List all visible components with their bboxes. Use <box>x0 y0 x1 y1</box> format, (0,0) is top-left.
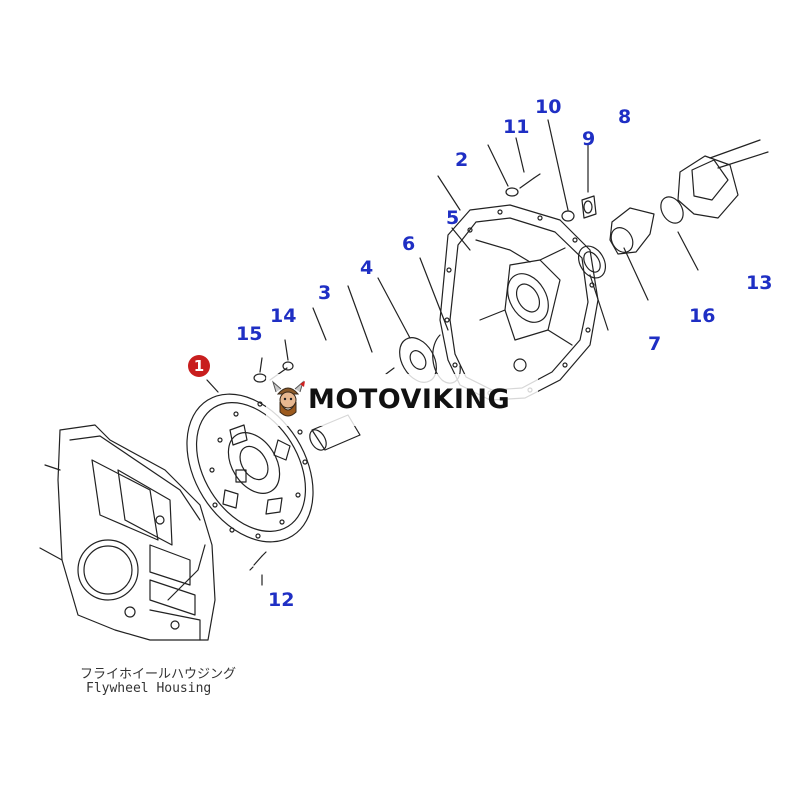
callout-1-badge: 1 <box>188 355 210 377</box>
damper-disc <box>186 393 314 543</box>
callout-3: 3 <box>318 282 332 304</box>
clutch-cover <box>439 204 599 401</box>
callout-2: 2 <box>455 149 469 171</box>
callout-8: 8 <box>618 106 632 128</box>
yoke-flange <box>609 207 655 255</box>
callout-14: 14 <box>270 305 297 327</box>
callout-10: 10 <box>535 96 562 118</box>
universal-joint <box>677 139 769 219</box>
oil-seal <box>577 245 607 279</box>
callout-4: 4 <box>360 257 374 279</box>
callout-13: 13 <box>746 272 773 294</box>
callout-12: 12 <box>268 589 295 611</box>
bolt-and-washer-2-11 <box>505 173 541 197</box>
callout-11: 11 <box>503 116 530 138</box>
housing-caption-en: Flywheel Housing <box>86 681 212 696</box>
viking-mascot-icon <box>272 380 305 417</box>
callout-6: 6 <box>402 233 416 255</box>
watermark: MOTOVIKING <box>266 374 538 426</box>
callout-15: 15 <box>236 323 263 345</box>
leader-lines <box>206 119 699 586</box>
bolt-12 <box>249 551 267 571</box>
callout-9: 9 <box>582 128 596 150</box>
watermark-text: MOTOVIKING <box>308 384 511 415</box>
callout-5: 5 <box>446 207 460 229</box>
plug-and-oring-9-10 <box>561 195 597 222</box>
housing-caption-jp: フライホイールハウジング <box>80 667 237 682</box>
flywheel-housing <box>39 424 216 641</box>
callout-16: 16 <box>689 305 716 327</box>
callout-7: 7 <box>648 333 662 355</box>
o-ring-16 <box>660 196 684 224</box>
